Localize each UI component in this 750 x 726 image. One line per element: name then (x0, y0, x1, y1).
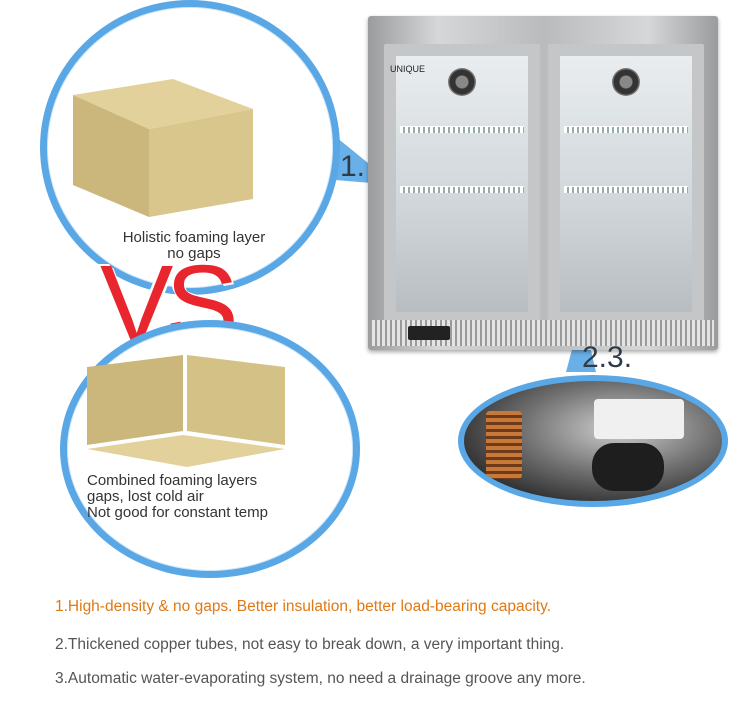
fridge-image: UNIQUE (368, 16, 718, 350)
compressor-closeup-image (458, 375, 728, 507)
fridge-shelf (400, 186, 524, 193)
fridge-right-glass (560, 56, 692, 312)
foam-block-image (73, 79, 253, 217)
fan-icon (448, 68, 476, 96)
foam-block-top-face (73, 79, 253, 129)
evaporation-tray (594, 399, 684, 439)
combined-caption-line1: Combined foaming layers (87, 472, 258, 489)
fridge-shelf (400, 126, 524, 133)
foam-block-front-face (73, 95, 149, 217)
fridge-shelf (564, 186, 688, 193)
combined-foam-circle: Combined foaming layers gaps, lost cold … (60, 320, 360, 578)
combined-foam-image (87, 355, 285, 467)
feature-line-3: 3.Automatic water-evaporating system, no… (55, 670, 586, 687)
callout-number-23: 2.3. (582, 341, 633, 374)
holistic-caption-line1: Holistic foaming layer (122, 229, 266, 246)
brand-logo-text: UNIQUE (390, 64, 426, 74)
combined-foam-floor-panel (87, 435, 285, 467)
fan-icon (612, 68, 640, 96)
combined-caption-line2: gaps, lost cold air (87, 488, 204, 505)
callout-number-1: 1. (340, 150, 366, 183)
temperature-display (408, 326, 450, 340)
combined-caption-line3: Not good for constant temp (87, 504, 268, 521)
fridge-vent-grille (372, 320, 714, 346)
combined-foam-left-panel (87, 355, 183, 445)
feature-line-2: 2.Thickened copper tubes, not easy to br… (55, 636, 565, 653)
combined-foam-right-panel (187, 355, 285, 445)
holistic-caption-line2: no gaps (167, 245, 221, 262)
fridge-right-door (548, 44, 704, 324)
holistic-foam-circle: Holistic foaming layer no gaps (40, 0, 340, 295)
copper-coil (486, 411, 522, 479)
fridge-left-door (384, 44, 540, 324)
compressor-body (592, 443, 664, 491)
foam-block-side-face (149, 109, 253, 217)
feature-line-1: 1.High-density & no gaps. Better insulat… (55, 598, 551, 615)
fridge-shelf (564, 126, 688, 133)
fridge-left-glass (396, 56, 528, 312)
